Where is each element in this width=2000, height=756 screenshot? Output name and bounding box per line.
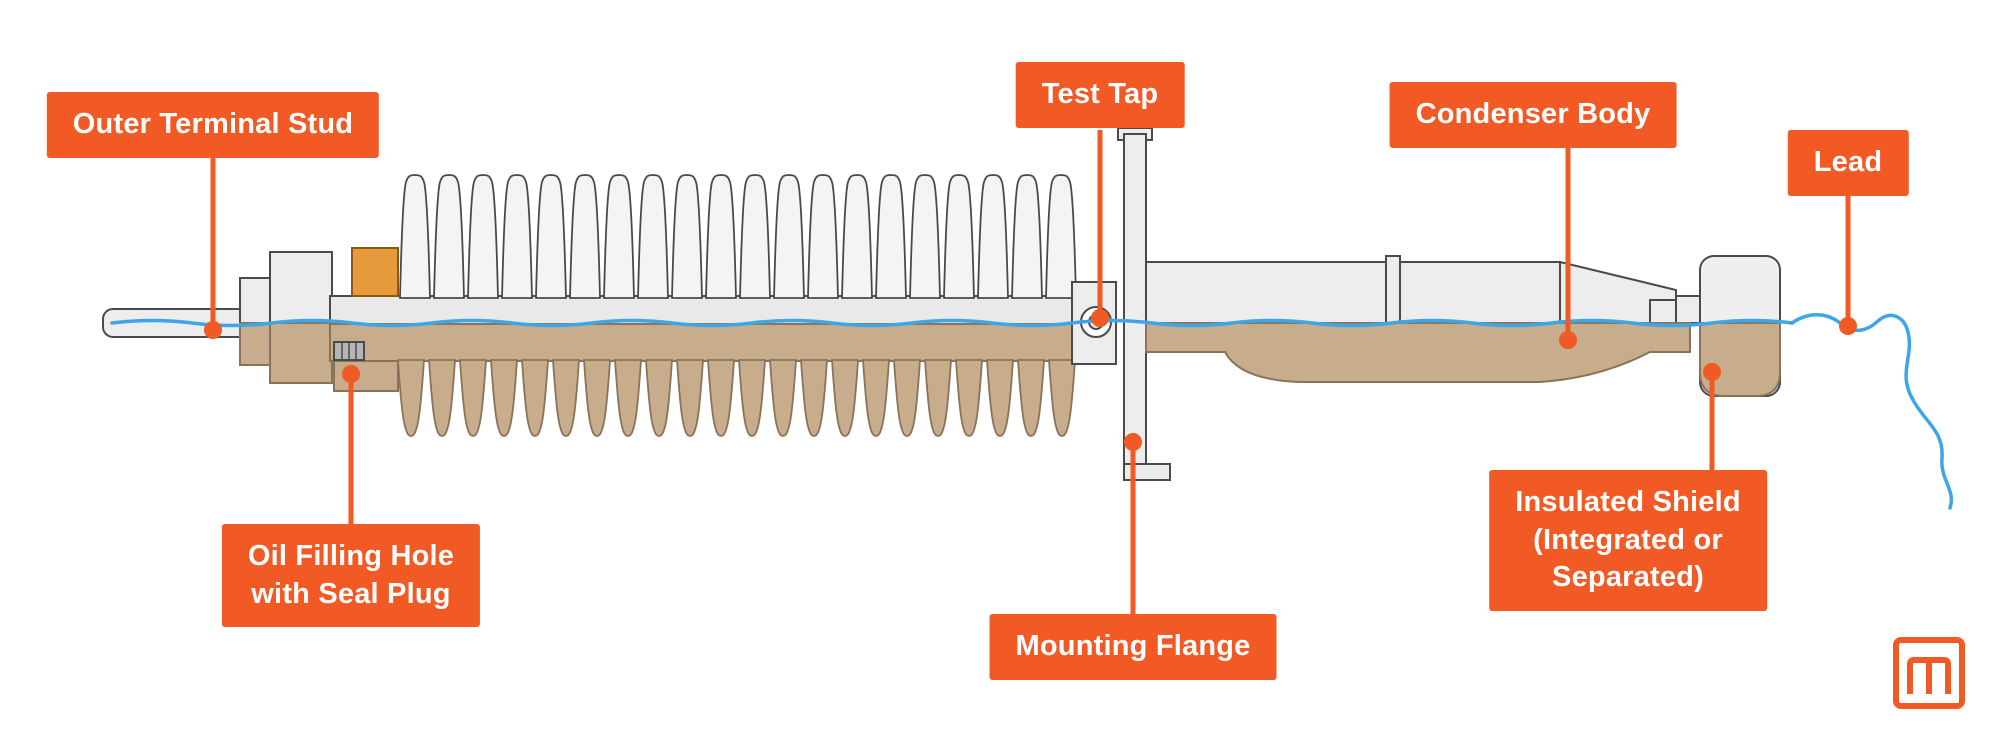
upper-body-band (329, 295, 1103, 325)
label-insulated-shield: Insulated Shield (Integrated or Separate… (1489, 470, 1767, 612)
seal-plug (333, 341, 365, 361)
leader-lines (204, 130, 1857, 616)
dot-test-tap (1091, 309, 1109, 327)
label-outer-terminal-stud: Outer Terminal Stud (46, 92, 380, 158)
outer-terminal-stud (102, 251, 333, 338)
dot-mounting-flange (1124, 433, 1142, 451)
condenser-body (1145, 255, 1703, 324)
label-condenser-body: Condenser Body (1389, 82, 1677, 148)
label-test-tap: Test Tap (1015, 62, 1185, 128)
label-lead: Lead (1787, 130, 1909, 196)
brand-logo-icon (1893, 637, 1965, 709)
label-oil-filling-hole: Oil Filling Hole with Seal Plug (221, 524, 481, 628)
lower-body-band (329, 323, 1103, 362)
lead-wire (1790, 313, 1954, 510)
bushing-drawing (102, 127, 1781, 481)
condenser-lower-shell (1145, 322, 1691, 383)
bottom-sheds (397, 359, 1076, 437)
dot-lead (1839, 317, 1857, 335)
dot-oil-filling-hole (342, 365, 360, 383)
terminal-lower-cone (239, 322, 399, 392)
insulated-shield (1699, 255, 1781, 397)
label-mounting-flange: Mounting Flange (989, 614, 1277, 680)
dot-condenser-body (1559, 331, 1577, 349)
gasket (351, 247, 399, 297)
dot-outer-terminal-stud (204, 321, 222, 339)
dot-insulated-shield (1703, 363, 1721, 381)
top-sheds (399, 174, 1077, 299)
